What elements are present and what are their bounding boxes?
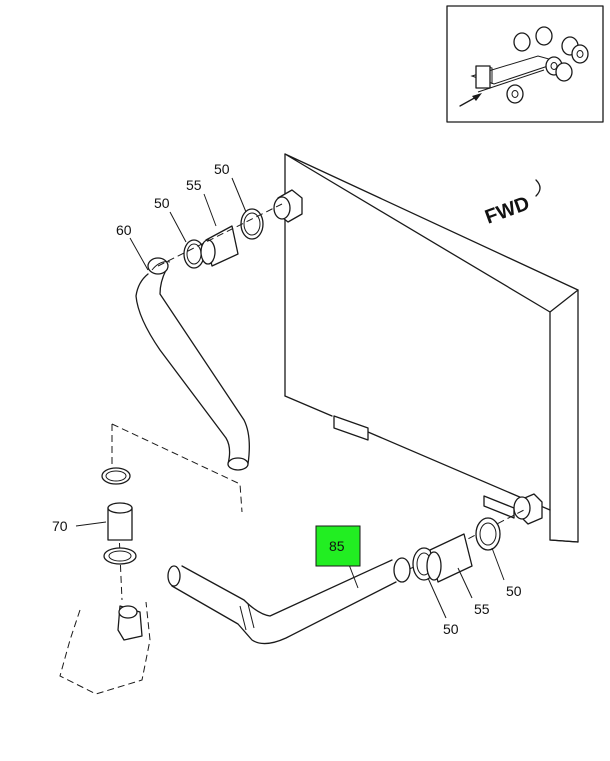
upper-coupling-group: [183, 208, 264, 269]
location-arrow: [459, 93, 482, 107]
chassis-sketch: [470, 26, 589, 104]
engine-outlet-fragment: [59, 601, 151, 695]
fwd-label: FWD: [482, 192, 532, 228]
callout-lower-55[interactable]: 55: [474, 601, 490, 617]
callout-hose-60[interactable]: 60: [116, 222, 132, 238]
callout-hose-85[interactable]: 85: [329, 538, 345, 554]
callout-bushing-70[interactable]: 70: [52, 518, 68, 534]
leader-lines: [75, 177, 505, 619]
radiator-lower-outlet: [513, 493, 543, 525]
bushing-assembly: [101, 467, 137, 565]
callout-labels: 50 55 50 60 70 85 50 55 50: [52, 161, 522, 637]
callout-upper-50-right[interactable]: 50: [214, 161, 230, 177]
forward-indicator: FWD: [482, 179, 541, 229]
bushing-ring-bottom: [103, 547, 137, 565]
radiator: [273, 153, 579, 543]
upper-hose: [135, 257, 250, 471]
callout-lower-50-left[interactable]: 50: [443, 621, 459, 637]
callout-upper-50-left[interactable]: 50: [154, 195, 170, 211]
locator-inset: [446, 5, 604, 123]
callout-upper-55[interactable]: 55: [186, 177, 202, 193]
lower-hose: [167, 557, 411, 645]
callout-lower-50-right[interactable]: 50: [506, 583, 522, 599]
lower-coupling-group: [412, 517, 501, 583]
radiator-upper-outlet: [273, 189, 303, 223]
highlight-box-85[interactable]: [315, 525, 361, 567]
